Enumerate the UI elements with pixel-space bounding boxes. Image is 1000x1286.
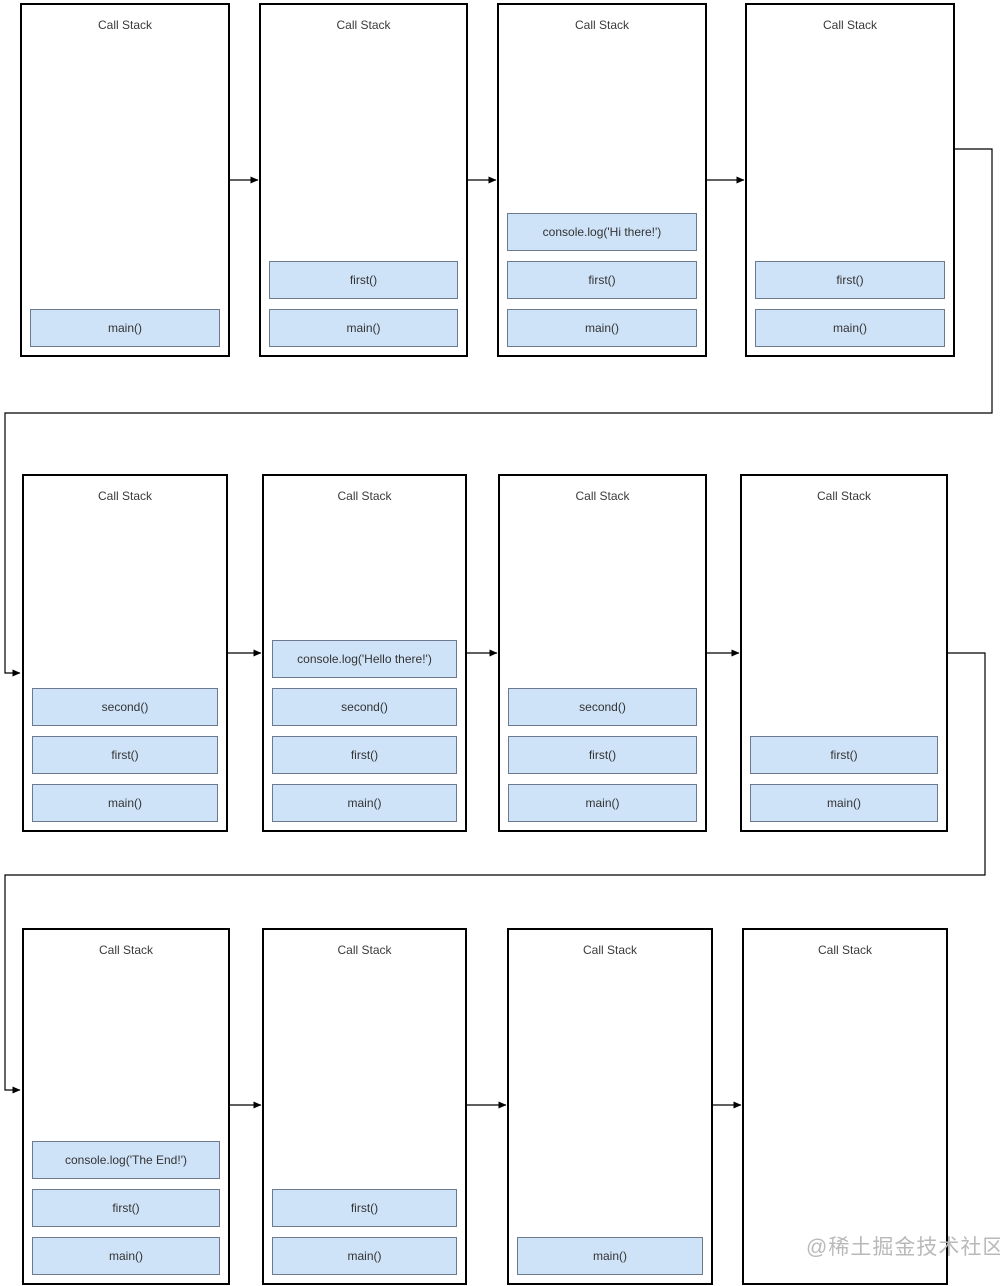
- stack-frame: first(): [508, 736, 697, 774]
- stack-frame: main(): [507, 309, 697, 347]
- call-stack-panel: Call Stack main() first() second(): [22, 474, 228, 832]
- stack-frame: main(): [30, 309, 220, 347]
- stack-frame: main(): [272, 1237, 457, 1275]
- panel-title: Call Stack: [817, 943, 873, 957]
- stack-frame: first(): [750, 736, 938, 774]
- stack-frame: first(): [272, 1189, 457, 1227]
- panel-title: Call Stack: [97, 18, 153, 32]
- panel-title: Call Stack: [336, 18, 391, 32]
- stack-frame: main(): [32, 1237, 220, 1275]
- panel-title: Call Stack: [822, 18, 878, 32]
- stack-frame: first(): [269, 261, 458, 299]
- call-stack-panel: Call Stack main() first() console.log('Hi t…: [497, 3, 707, 357]
- stack-frame: main(): [750, 784, 938, 822]
- stack-frame: console.log('Hello there!'): [272, 640, 457, 678]
- call-stack-panel: Call Stack main(): [20, 3, 230, 357]
- stack-frame: main(): [517, 1237, 703, 1275]
- watermark: @稀土掘金技术社区: [806, 1236, 1000, 1259]
- stack-frame: first(): [32, 1189, 220, 1227]
- stack-frame: console.log('Hi there!'): [507, 213, 697, 251]
- panel-title: Call Stack: [97, 489, 153, 503]
- panel-title: Call Stack: [582, 943, 638, 957]
- panel-title: Call Stack: [575, 489, 630, 503]
- stack-frame: second(): [272, 688, 457, 726]
- stack-frame: main(): [508, 784, 697, 822]
- call-stack-panel: Call Stack main() first(): [740, 474, 948, 832]
- stack-frame: first(): [755, 261, 945, 299]
- stack-frame: first(): [32, 736, 218, 774]
- call-stack-panel: Call Stack main() first(): [259, 3, 468, 357]
- stack-frame: main(): [269, 309, 458, 347]
- stack-frame: main(): [755, 309, 945, 347]
- stack-frame: main(): [32, 784, 218, 822]
- call-stack-panel: Call Stack main(): [507, 928, 713, 1285]
- panel-title: Call Stack: [337, 489, 392, 503]
- stack-frame: second(): [508, 688, 697, 726]
- stack-frame: first(): [272, 736, 457, 774]
- stack-frame: second(): [32, 688, 218, 726]
- panel-title: Call Stack: [816, 489, 872, 503]
- panel-title: Call Stack: [337, 943, 392, 957]
- panel-title: Call Stack: [98, 943, 154, 957]
- stack-frame: first(): [507, 261, 697, 299]
- panel-title: Call Stack: [574, 18, 630, 32]
- stack-frame: console.log('The End!'): [32, 1141, 220, 1179]
- call-stack-panel: Call Stack main() first(): [262, 928, 467, 1285]
- call-stack-panel: Call Stack main() first() console.log('The …: [22, 928, 230, 1285]
- stack-frame: main(): [272, 784, 457, 822]
- call-stack-panel: Call Stack main() first() second() console.l…: [262, 474, 467, 832]
- call-stack-panel: Call Stack main() first(): [745, 3, 955, 357]
- call-stack-panel: Call Stack main() first() second(): [498, 474, 707, 832]
